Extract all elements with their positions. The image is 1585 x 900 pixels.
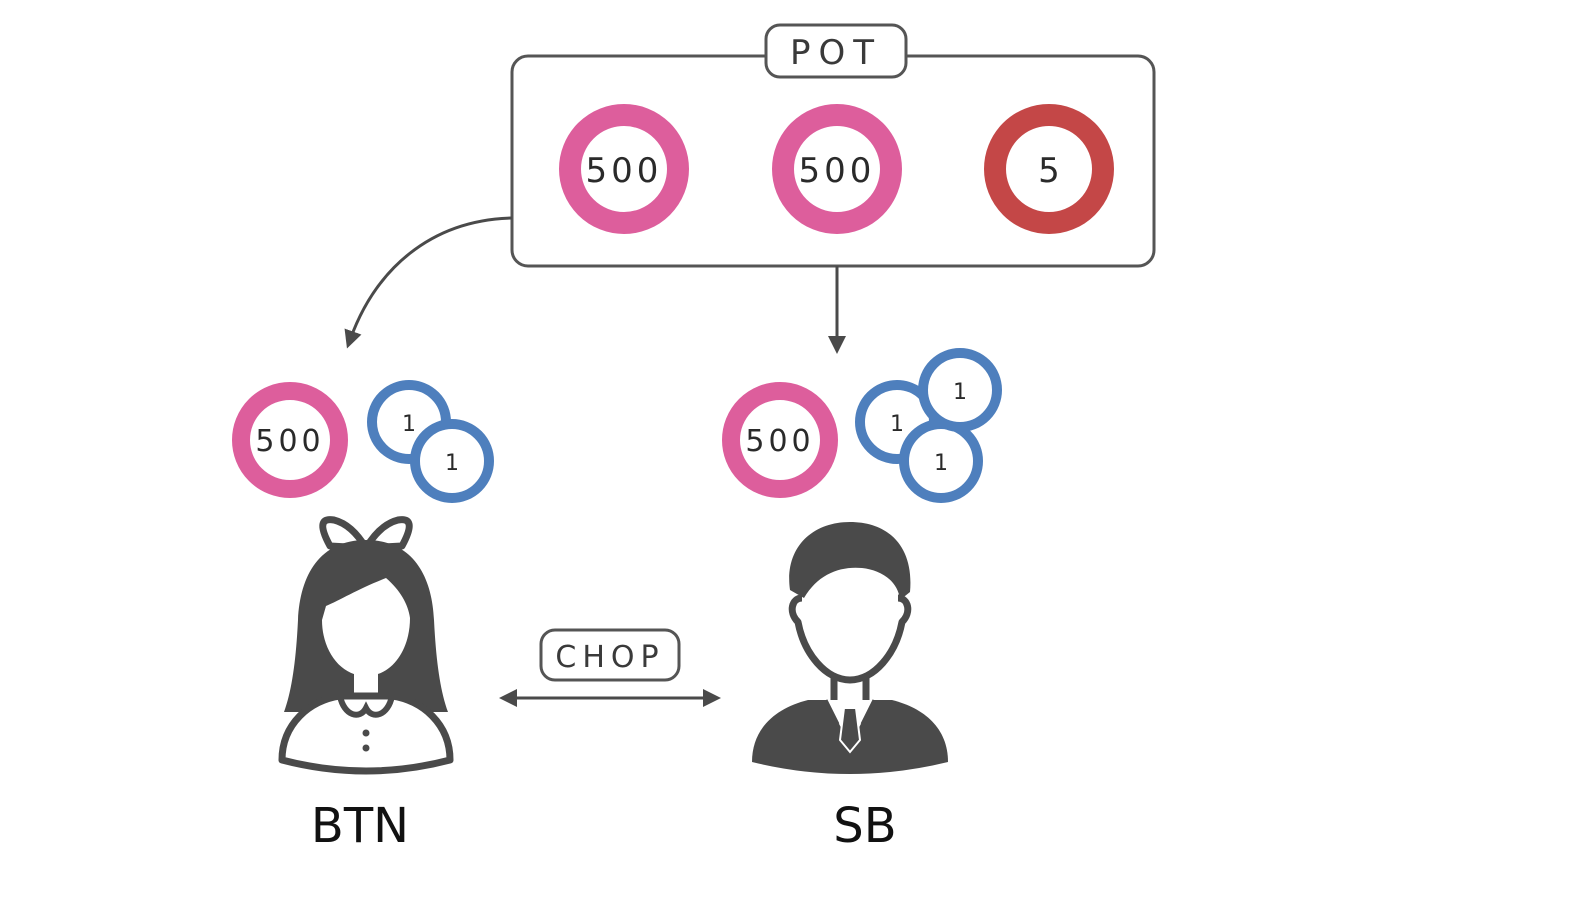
sb-chip-1-c: 1 <box>918 348 1002 432</box>
btn-chip-500: 500 <box>232 382 348 498</box>
chop-label: CHOP <box>555 640 664 675</box>
sb-chip-1-a-value: 1 <box>890 412 904 437</box>
sb-chip-500: 500 <box>722 382 838 498</box>
pot-chip-3-value: 5 <box>1038 151 1060 191</box>
sb-chip-500-value: 500 <box>745 424 814 459</box>
pot-chip-2-value: 500 <box>799 151 876 191</box>
sb-chip-1-b: 1 <box>899 419 983 503</box>
btn-chip-1-b-value: 1 <box>445 451 459 476</box>
pot-label: POT <box>790 33 882 73</box>
sb-chip-1-c-value: 1 <box>953 380 967 405</box>
sb-label: SB <box>833 798 896 854</box>
pot-box: POT <box>510 23 1156 268</box>
pot-chip-3: 5 <box>984 104 1114 234</box>
pot-chip-1: 500 <box>559 104 689 234</box>
pot-label-tag <box>764 23 908 79</box>
sb-chip-1-b-value: 1 <box>934 451 948 476</box>
chop-box: CHOP <box>539 628 681 682</box>
arrow-to-btn <box>344 216 513 349</box>
btn-player-icon <box>278 516 454 775</box>
pot-chip-2: 500 <box>772 104 902 234</box>
btn-chip-1-a-value: 1 <box>402 412 416 437</box>
sb-player-icon <box>752 522 948 774</box>
btn-chip-500-value: 500 <box>255 424 324 459</box>
pot-chip-1-value: 500 <box>586 151 663 191</box>
btn-label: BTN <box>311 798 409 854</box>
btn-chip-1-b: 1 <box>410 419 494 503</box>
